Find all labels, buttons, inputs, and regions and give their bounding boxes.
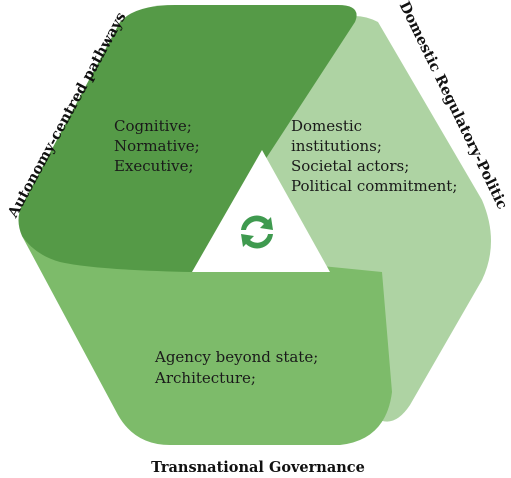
- domestic-line-3: Societal actors;: [291, 157, 409, 175]
- transnational-text: Agency beyond state; Architecture;: [154, 348, 318, 387]
- transnational-line-1: Agency beyond state;: [154, 348, 318, 366]
- autonomy-segment: [18, 5, 357, 272]
- autonomy-text: Cognitive; Normative; Executive;: [114, 117, 200, 175]
- autonomy-line-1: Cognitive;: [114, 117, 192, 135]
- domestic-line-2: institutions;: [291, 137, 382, 155]
- domestic-text: Domestic institutions; Societal actors; …: [291, 117, 457, 195]
- domestic-line-1: Domestic: [291, 117, 362, 135]
- autonomy-line-3: Executive;: [114, 157, 194, 175]
- transnational-line-2: Architecture;: [154, 369, 256, 387]
- label-transnational-governance: Transnational Governance: [151, 459, 365, 476]
- refresh-arc-bottom: [241, 234, 273, 249]
- center-triangle: [192, 150, 330, 272]
- domestic-line-4: Political commitment;: [291, 177, 457, 195]
- transnational-segment: [22, 236, 392, 445]
- domestic-segment: [262, 16, 491, 422]
- refresh-cycle-icon: [241, 215, 273, 249]
- autonomy-line-2: Normative;: [114, 137, 200, 155]
- refresh-arc-top: [241, 215, 273, 230]
